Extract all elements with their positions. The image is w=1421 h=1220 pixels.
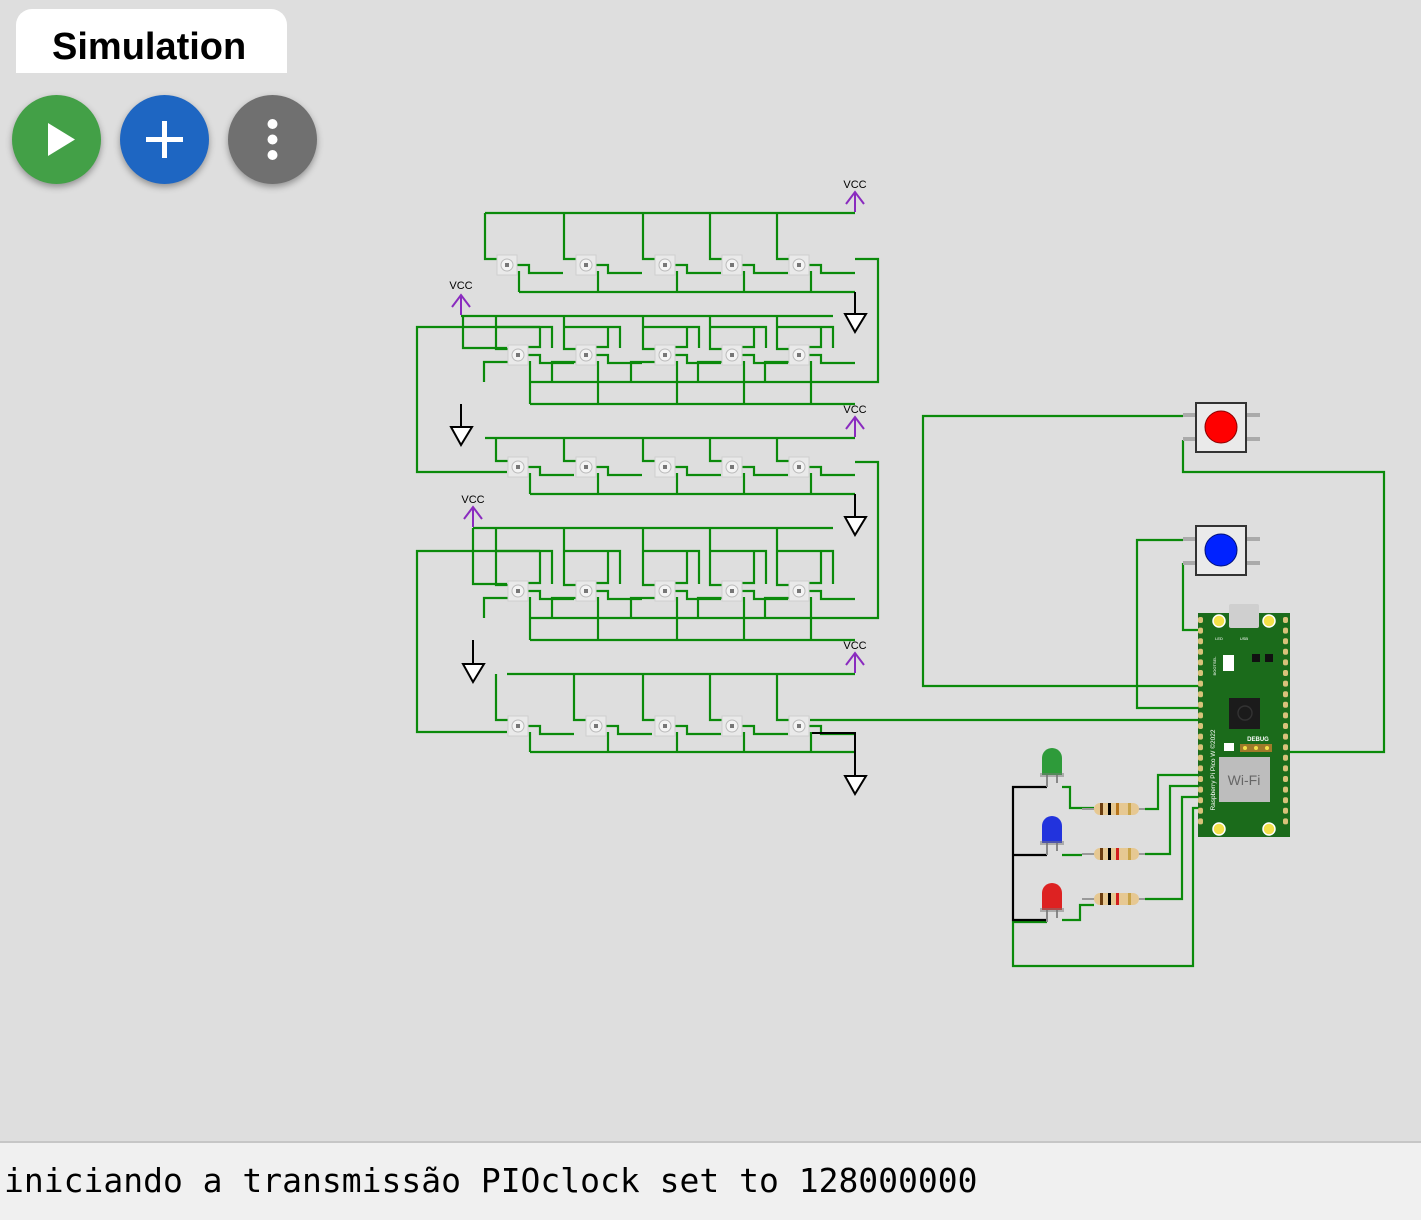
vcc-label-4: VCC [461,494,484,506]
resistor-3[interactable] [1082,893,1145,905]
neopixel-led[interactable] [575,456,597,478]
pico-w-board[interactable]: LED USB BOOTSEL DEBUG Wi-Fi Raspberry Pi… [1198,604,1290,837]
pushbutton-blue[interactable] [1183,525,1260,576]
neopixel-led[interactable] [721,715,743,737]
wifi-label: Wi-Fi [1228,772,1261,788]
tab-simulation[interactable]: Simulation [16,9,287,73]
resistor-2[interactable] [1082,848,1145,860]
ground-symbol-3[interactable] [843,494,868,537]
neopixel-led[interactable] [788,254,810,276]
neopixel-led[interactable] [575,344,597,366]
vcc-symbol-5[interactable] [845,651,865,673]
pico-usb-label: USB [1240,636,1249,641]
neopixel-led[interactable] [507,580,529,602]
vcc-symbol-3[interactable] [845,415,865,437]
neopixel-led[interactable] [721,580,743,602]
neopixel-led[interactable] [721,254,743,276]
wifi-module [1219,757,1270,802]
add-part-button[interactable] [120,95,209,184]
more-vertical-icon [267,119,278,160]
neopixel-led[interactable] [788,580,810,602]
pico-debug-label: DEBUG [1247,737,1269,743]
neopixel-led[interactable] [507,344,529,366]
play-icon [48,123,75,156]
circuit-canvas[interactable]: VCC VCC VCC VCC VCC [0,0,1421,1140]
vcc-label-1: VCC [843,179,866,191]
neopixel-led[interactable] [788,715,810,737]
resistor-1[interactable] [1082,803,1145,815]
plus-icon [146,121,183,158]
neopixel-led[interactable] [654,456,676,478]
neopixel-led[interactable] [654,344,676,366]
neopixel-led[interactable] [654,254,676,276]
neopixel-led[interactable] [575,580,597,602]
vcc-symbol-4[interactable] [463,505,483,527]
vcc-label-3: VCC [843,404,866,416]
play-button[interactable] [12,95,101,184]
pushbutton-red[interactable] [1183,402,1260,453]
neopixel-led[interactable] [721,344,743,366]
more-options-button[interactable] [228,95,317,184]
vcc-symbol-1[interactable] [845,190,865,212]
serial-monitor[interactable]: iniciando a transmissão PIOclock set to … [0,1141,1421,1220]
neopixel-led[interactable] [721,456,743,478]
neopixel-led[interactable] [585,715,607,737]
vcc-label-5: VCC [843,640,866,652]
serial-output-line: iniciando a transmissão PIOclock set to … [4,1161,978,1200]
neopixel-led[interactable] [788,344,810,366]
neopixel-led[interactable] [654,715,676,737]
pico-board-label: Raspberry Pi Pico W ©2022 [1209,729,1217,810]
neopixel-led[interactable] [507,715,529,737]
ground-symbol-1[interactable] [843,292,868,334]
pico-led-label: LED [1215,636,1223,641]
neopixel-led[interactable] [654,580,676,602]
led-red[interactable] [1040,883,1064,922]
vcc-symbol-2[interactable] [451,293,471,315]
neopixel-led[interactable] [507,456,529,478]
neopixel-led[interactable] [575,254,597,276]
ground-symbol-5[interactable] [812,732,868,796]
led-blue[interactable] [1040,816,1064,855]
led-green[interactable] [1040,748,1064,787]
neopixel-led[interactable] [496,254,518,276]
pico-bootsel-label: BOOTSEL [1212,656,1217,676]
ground-symbol-2[interactable] [449,404,474,447]
ground-symbol-4[interactable] [461,640,486,684]
vcc-label-2: VCC [449,280,472,292]
neopixel-led[interactable] [788,456,810,478]
